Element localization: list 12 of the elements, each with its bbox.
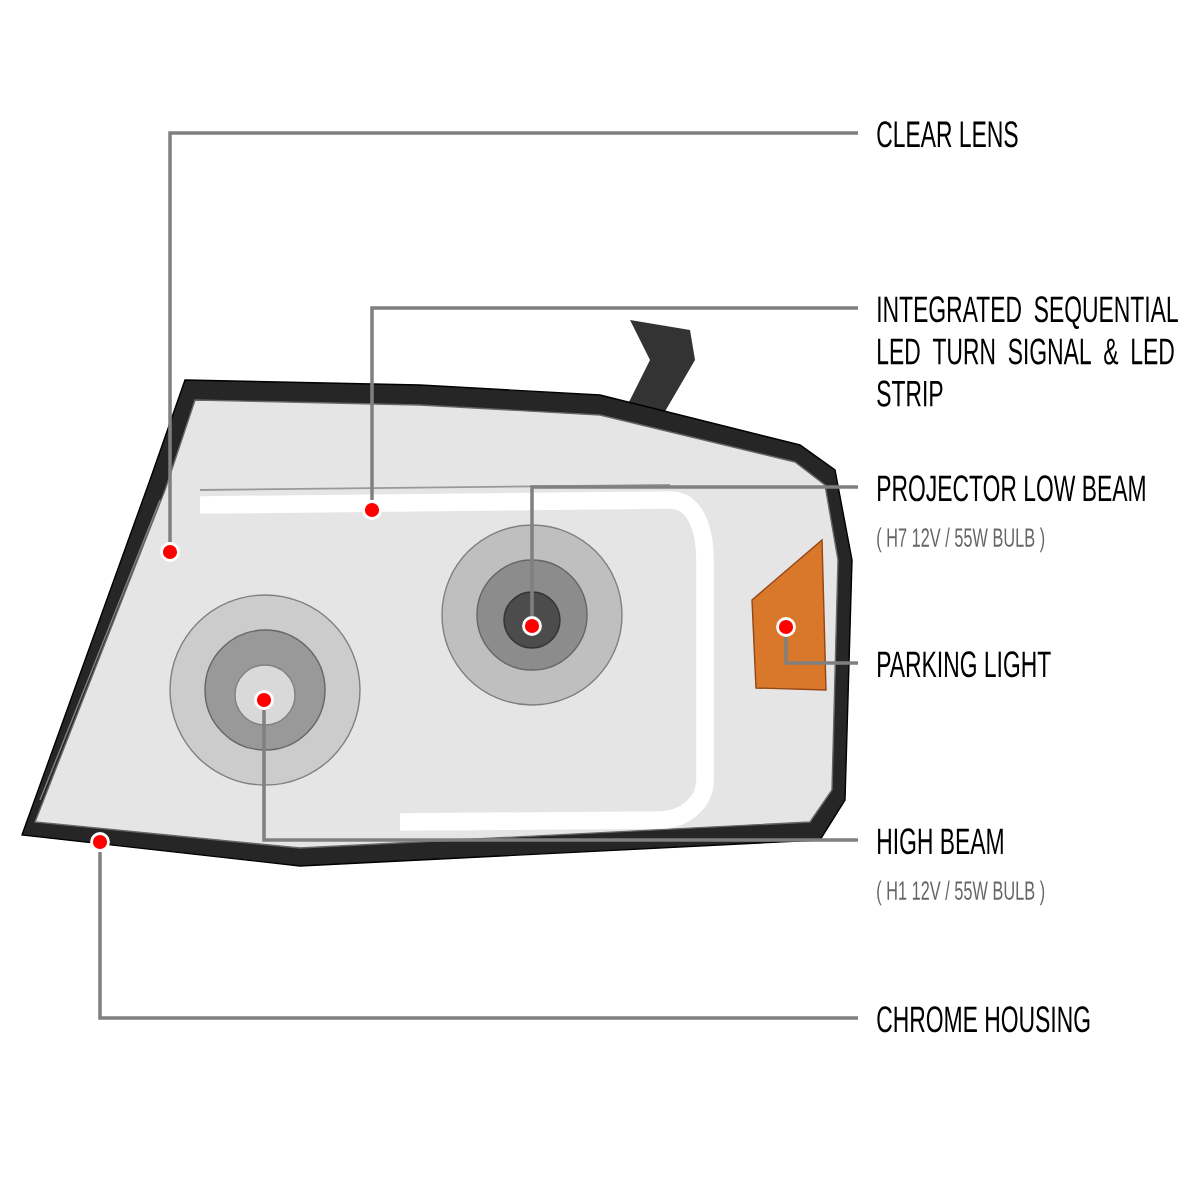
callout-label: CLEAR LENS [877, 121, 1018, 148]
callout-label: CHROME HOUSING [877, 1006, 1090, 1033]
leader-line [370, 306, 858, 501]
callout-label: INTEGRATED SEQUENTIAL LED TURN SIGNAL & LED STRIP [877, 296, 1178, 407]
callout-label: PARKING LIGHT [878, 651, 1051, 678]
callout-label: HIGH BEAM ( H1 12V / 55W BULB ) [877, 828, 1045, 906]
marker-dot [90, 832, 110, 852]
leader-line [784, 636, 858, 665]
callout-label: PROJECTOR LOW BEAM ( H7 12V / 55W BULB ) [877, 475, 1145, 553]
leader-line [98, 851, 858, 1020]
leader-line [262, 709, 858, 842]
leader-line [168, 131, 858, 543]
